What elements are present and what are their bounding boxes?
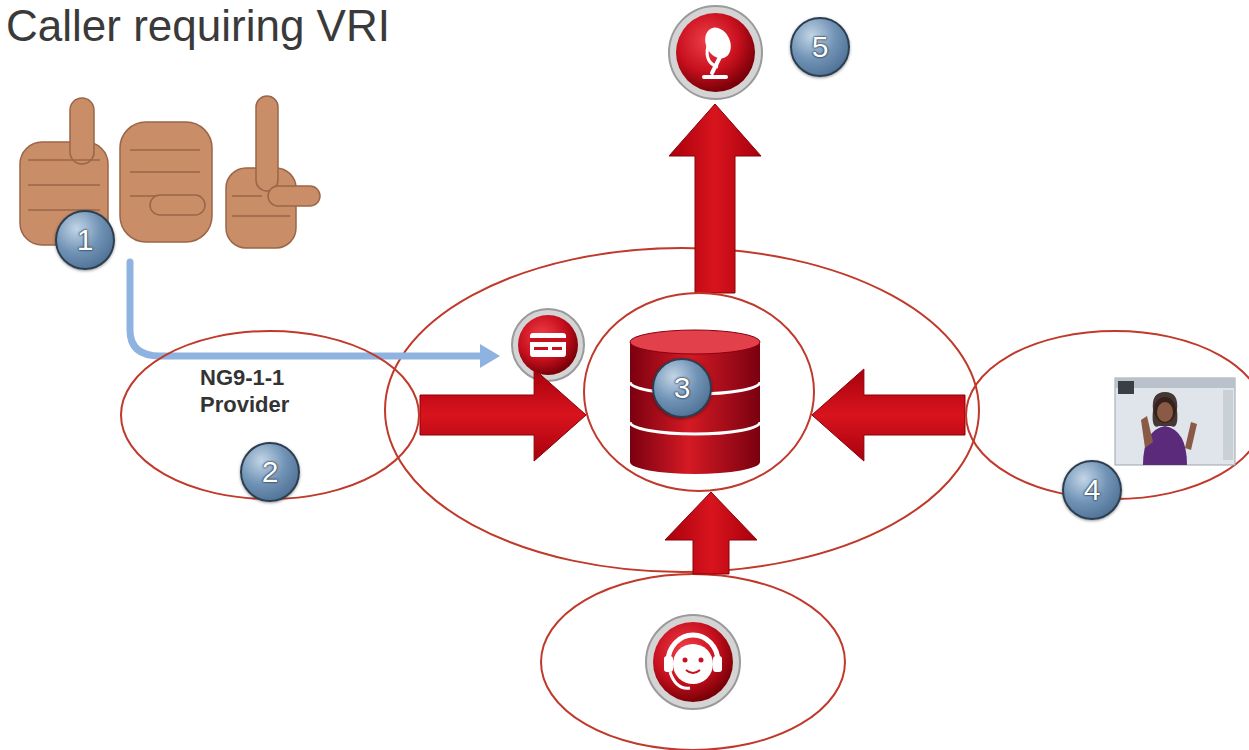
callout-number: 4 [1062, 460, 1122, 520]
flow-arrow [130, 262, 482, 356]
callout-slot: 1 [55, 210, 115, 270]
region-ellipse [541, 574, 845, 750]
card-icon [512, 309, 584, 381]
block-arrow [420, 369, 586, 461]
node-shape: 3 [583, 292, 815, 492]
node-shape: NG9-1-1 Provider 2 [120, 330, 420, 500]
callout-number: 3 [652, 358, 712, 418]
callout-number: 5 [790, 17, 850, 77]
text-slot: 3 [652, 358, 712, 418]
text-slot: 2 [240, 442, 300, 502]
node-heading: NG9-1-1 Provider [200, 364, 320, 418]
block-arrow [812, 369, 965, 461]
text-slot: NG9-1-1 Provider [200, 364, 320, 418]
node-shape: 5 [668, 5, 763, 100]
node-shape: 4 [965, 330, 1249, 500]
agent-icon [646, 615, 740, 709]
callout-number: 2 [240, 442, 300, 502]
text-slot: 5 [790, 17, 850, 77]
callout-number: 1 [55, 210, 115, 270]
flow-arrowhead [480, 344, 500, 368]
diagram-title: Caller requiring VRI [6, 0, 390, 52]
text-slot: 4 [1062, 460, 1122, 520]
block-arrow [669, 104, 761, 293]
node-outline [668, 5, 763, 100]
block-arrow [665, 492, 757, 574]
